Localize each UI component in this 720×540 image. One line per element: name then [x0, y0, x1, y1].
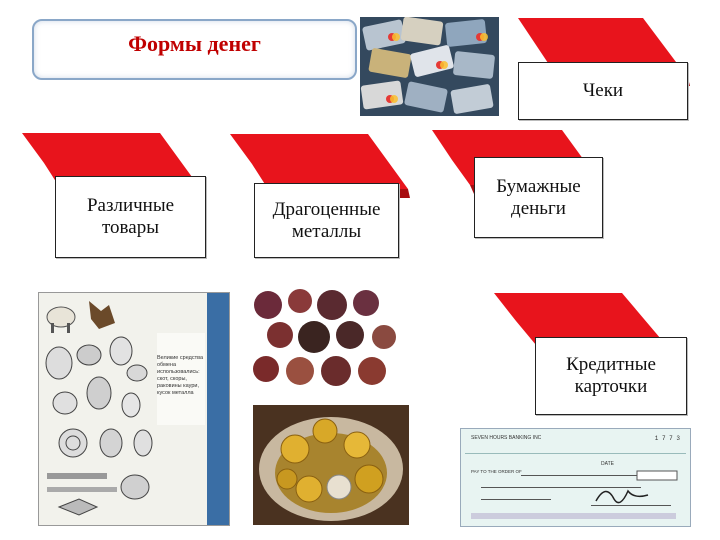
coins-image: [250, 287, 398, 390]
label-credit-cards: Кредитные карточки: [535, 337, 687, 415]
title-box: Формы денег: [32, 19, 357, 80]
label-various-goods: Различные товары: [55, 176, 206, 258]
cheque-date-label: DATE: [601, 461, 614, 467]
label-cheques: Чеки: [518, 62, 688, 120]
page-title: Формы денег: [34, 31, 355, 57]
commodity-caption: Великие средства обмена использовались: …: [157, 355, 207, 397]
label-precious-metals: Драгоценные металлы: [254, 183, 399, 258]
label-paper-money: Бумажные деньги: [474, 157, 603, 238]
cheque-payee-label: PAY TO THE ORDER OF: [471, 469, 522, 474]
credit-cards-image: [360, 17, 499, 116]
cheque-bank-name: SEVEN HOURS BANKING INC: [471, 435, 541, 441]
cheque-image: SEVEN HOURS BANKING INC 1 7 7 3 DATE PAY…: [460, 428, 691, 527]
commodity-money-image: Великие средства обмена использовались: …: [38, 292, 230, 526]
gold-coins-image: [253, 405, 409, 525]
cheque-number: 1 7 7 3: [655, 435, 680, 442]
